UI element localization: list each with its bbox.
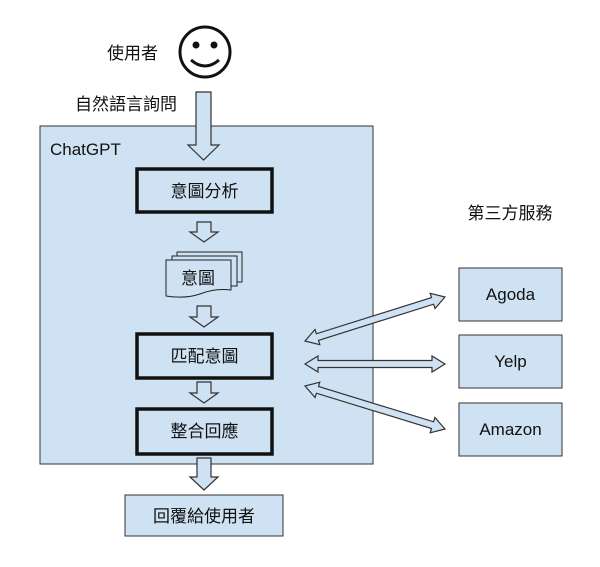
service-label: Amazon bbox=[479, 420, 541, 439]
smiley-face-icon bbox=[178, 25, 232, 79]
reply-box bbox=[124, 494, 284, 537]
service-label: Yelp bbox=[494, 352, 526, 371]
service-box-yelp bbox=[458, 334, 563, 389]
double-arrow-agoda bbox=[303, 292, 447, 346]
service-box-amazon bbox=[458, 402, 563, 457]
match-intent-label: 匹配意圖 bbox=[171, 347, 239, 367]
match-intent-box bbox=[135, 332, 274, 380]
down-arrow-query bbox=[186, 91, 221, 161]
down-arrow-3 bbox=[188, 381, 220, 404]
down-arrow-2 bbox=[188, 305, 220, 328]
chatgpt-title: ChatGPT bbox=[50, 140, 121, 159]
integrate-response-label: 整合回應 bbox=[171, 421, 239, 442]
service-label: Agoda bbox=[486, 285, 536, 304]
integrate-response-box bbox=[135, 407, 274, 456]
service-box-agoda bbox=[458, 267, 563, 322]
intent-doc-label: 意圖 bbox=[181, 269, 215, 289]
double-arrow-yelp bbox=[303, 354, 447, 374]
down-arrow-reply bbox=[188, 457, 220, 491]
third-party-title: 第三方服務 bbox=[468, 204, 553, 224]
query-label: 自然語言詢問 bbox=[75, 95, 177, 115]
intent-analysis-label: 意圖分析 bbox=[171, 182, 239, 202]
double-arrow-amazon bbox=[303, 381, 447, 434]
intent-analysis-box bbox=[135, 167, 274, 214]
user-label: 使用者 bbox=[107, 43, 158, 64]
reply-label: 回覆給使用者 bbox=[153, 506, 255, 527]
down-arrow-1 bbox=[188, 221, 220, 243]
intent-document-icon bbox=[165, 251, 243, 298]
